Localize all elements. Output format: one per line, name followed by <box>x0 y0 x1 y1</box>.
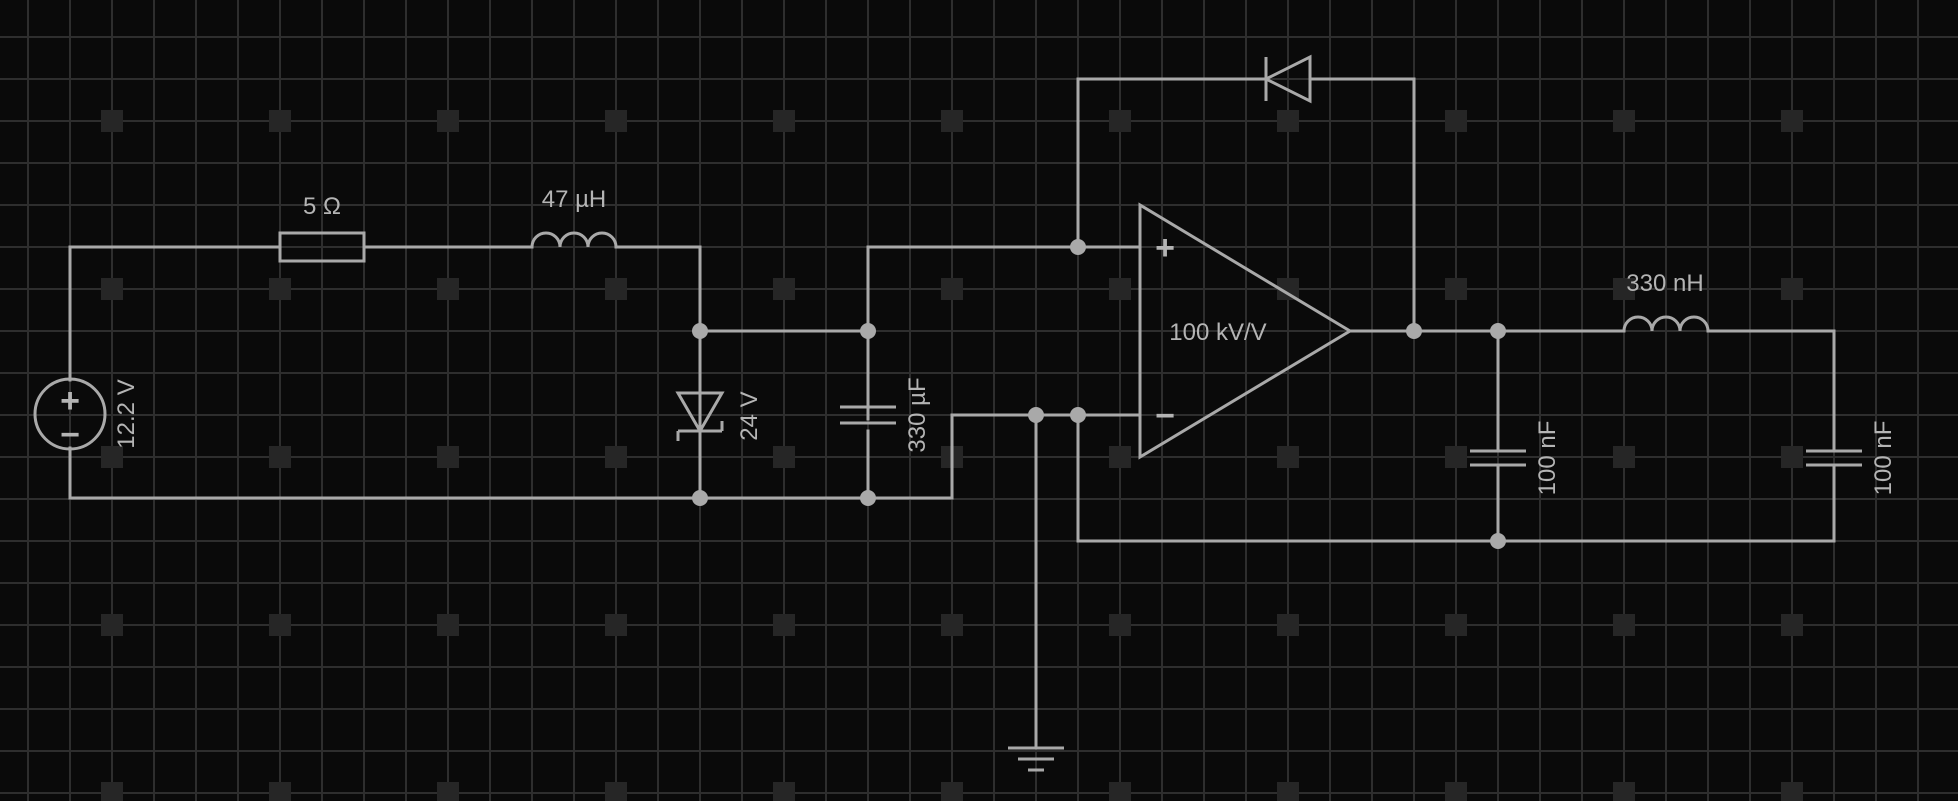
resistor[interactable]: 5 Ω <box>278 193 366 263</box>
junction-node <box>1070 407 1086 423</box>
junction-node <box>1406 323 1422 339</box>
svg-text:−: − <box>60 416 80 454</box>
junction-node <box>692 490 708 506</box>
op-amp-plus-sign: + <box>1155 229 1175 267</box>
junction-node <box>860 490 876 506</box>
junction-node <box>1028 407 1044 423</box>
op-amp[interactable]: + − 100 kV/V <box>1138 202 1353 460</box>
feedback-diode[interactable] <box>1262 54 1312 104</box>
junction-node <box>1490 533 1506 549</box>
capacitor-330uf-label: 330 µF <box>904 377 931 452</box>
junction-node <box>692 323 708 339</box>
junction-node <box>860 323 876 339</box>
zener-diode-label: 24 V <box>736 391 763 440</box>
zener-diode[interactable]: 24 V <box>675 391 763 470</box>
resistor-label: 5 Ω <box>303 193 341 220</box>
capacitor-100nf-2[interactable]: 100 nF <box>1806 421 1897 496</box>
junction-node <box>1070 239 1086 255</box>
op-amp-minus-sign: − <box>1155 397 1175 435</box>
wires <box>68 77 1836 747</box>
capacitor-100nf-2-label: 100 nF <box>1870 421 1897 496</box>
inductor-47uh-label: 47 µH <box>542 186 607 213</box>
junction-node <box>1490 323 1506 339</box>
voltage-source[interactable]: + − 12.2 V <box>33 377 140 454</box>
junctions <box>692 239 1506 549</box>
inductor-330nh-label: 330 nH <box>1626 270 1703 297</box>
inductor-47uh[interactable]: 47 µH <box>530 186 618 248</box>
capacitor-100nf-1[interactable]: 100 nF <box>1470 421 1561 496</box>
capacitor-330uf[interactable]: 330 µF <box>840 377 931 453</box>
svg-text:+: + <box>60 382 80 420</box>
ground-symbol[interactable] <box>1008 746 1064 772</box>
capacitor-100nf-1-label: 100 nF <box>1534 421 1561 496</box>
inductor-330nh[interactable]: 330 nH <box>1622 270 1710 332</box>
op-amp-gain-label: 100 kV/V <box>1169 319 1266 346</box>
voltage-source-label: 12.2 V <box>113 379 140 448</box>
